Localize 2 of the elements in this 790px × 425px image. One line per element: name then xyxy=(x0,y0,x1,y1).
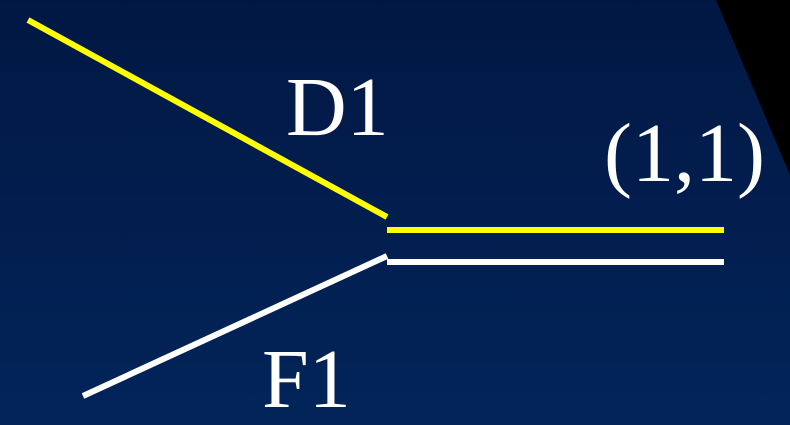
line-label: D1 xyxy=(286,66,389,150)
line-label: F1 xyxy=(262,338,351,422)
